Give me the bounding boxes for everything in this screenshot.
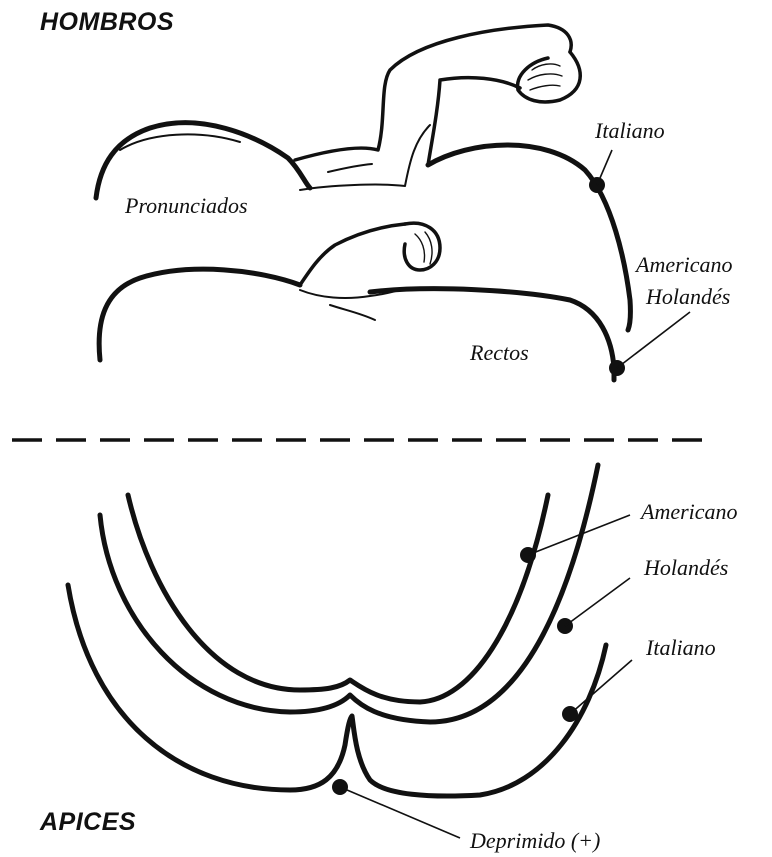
label-italiano-shoulder: Italiano	[594, 118, 665, 143]
straight-shoulder-fruit	[99, 223, 614, 380]
label-pronunciados: Pronunciados	[124, 193, 248, 218]
straight-calyx	[404, 223, 440, 270]
apex-americano-outline	[128, 495, 548, 702]
pronounced-stem-detail-2	[300, 125, 430, 190]
pronounced-left-lobe-inner	[120, 134, 240, 150]
straight-stem-base	[300, 288, 405, 320]
label-rectos: Rectos	[469, 340, 529, 365]
pronounced-left-lobe-outline	[96, 123, 310, 198]
label-holandes-apex: Holandés	[643, 555, 728, 580]
straight-calyx-hatch	[415, 232, 432, 264]
holandes-apex-leader	[565, 578, 630, 626]
label-americano-apex: Americano	[639, 499, 738, 524]
pronounced-right-shoulder-outline	[428, 145, 630, 330]
label-italiano-apex: Italiano	[645, 635, 716, 660]
pronounced-stem-right	[428, 78, 520, 165]
pronounced-calyx-hatch	[528, 64, 562, 90]
apex-outlines	[68, 465, 606, 796]
pronounced-calyx	[518, 52, 581, 102]
straight-stem	[300, 224, 405, 285]
pronounced-stem-detail	[328, 164, 372, 172]
label-deprimido: Deprimido (+)	[469, 828, 600, 853]
apex-italiano-outline	[68, 585, 606, 796]
pronounced-shoulder-fruit	[96, 25, 630, 330]
straight-left-shoulder-outline	[99, 269, 300, 360]
label-holandes-shoulder: Holandés	[645, 284, 730, 309]
straight-right-shoulder-outline	[370, 289, 614, 380]
label-americano-shoulder: Americano	[634, 252, 733, 277]
italiano-shoulder-leader	[597, 150, 612, 185]
